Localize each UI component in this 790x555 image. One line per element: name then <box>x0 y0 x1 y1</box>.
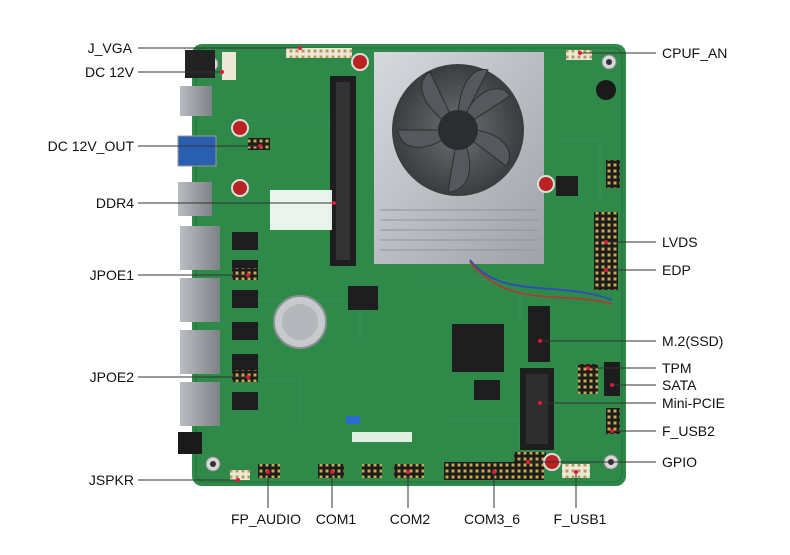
leader-jpoe1-end <box>246 273 250 277</box>
leader-jspkr-end <box>236 478 240 482</box>
label-dc-12v: DC 12V <box>84 64 134 80</box>
dc12v-connector <box>222 52 236 80</box>
vga-header <box>286 48 352 58</box>
label-m2-ssd: M.2(SSD) <box>662 333 724 349</box>
jspkr-header <box>230 470 250 480</box>
buzzer <box>596 80 616 100</box>
cpu-fan-header <box>566 50 592 60</box>
leader-cpuf-an-end <box>578 51 582 55</box>
label-cpuf-an: CPUF_AN <box>662 45 728 61</box>
label-jpoe1: JPOE1 <box>89 267 134 283</box>
leader-com3-6-end <box>492 470 496 474</box>
label-lvds: LVDS <box>662 234 698 250</box>
leader-f-usb2-end <box>610 429 614 433</box>
leader-edp-end <box>604 268 608 272</box>
label-fp-audio: FP_AUDIO <box>230 511 302 527</box>
usb-port <box>178 182 212 216</box>
leader-fp-audio-end <box>266 470 270 474</box>
lan-port-2 <box>180 278 220 322</box>
jpoe2-header <box>232 370 258 382</box>
lvds-edp-header <box>594 212 618 290</box>
dc-jack <box>185 50 215 78</box>
label-jspkr: JSPKR <box>88 472 134 488</box>
m2-slot <box>528 306 550 362</box>
label-gpio: GPIO <box>662 454 698 470</box>
label-mini-pcie: Mini-PCIE <box>662 395 726 411</box>
leader-sata-end <box>610 383 614 387</box>
leader-lvds-end <box>604 240 608 244</box>
sata-connector <box>604 362 620 396</box>
leader-tpm-end <box>586 366 590 370</box>
leader-ddr4-end <box>332 201 336 205</box>
leader-dc-12v-out-end <box>258 144 262 148</box>
label-sata: SATA <box>662 377 697 393</box>
label-f-usb1: F_USB1 <box>553 511 607 527</box>
audio-jack <box>178 432 202 454</box>
dc12v-out-header <box>248 138 270 150</box>
leader-gpio-end <box>526 460 530 464</box>
f-usb2-header <box>606 408 620 434</box>
leader-com2-end <box>406 470 410 474</box>
leader-f-usb1-end <box>574 470 578 474</box>
label-j-vga: J_VGA <box>87 40 132 56</box>
leader-j-vga-end <box>298 46 302 50</box>
gpio-header <box>514 452 546 464</box>
leader-dc-12v-end <box>220 70 224 74</box>
lan-port-1 <box>180 226 220 270</box>
label-com2: COM2 <box>389 511 431 527</box>
usb3-port <box>177 135 217 167</box>
label-jpoe2: JPOE2 <box>89 369 134 385</box>
label-com1: COM1 <box>315 511 357 527</box>
leader-m2-end <box>538 339 542 343</box>
leader-mini-pcie-end <box>538 401 542 405</box>
label-tpm: TPM <box>662 360 692 376</box>
tpm-header <box>578 364 598 394</box>
label-f-usb2: F_USB2 <box>662 423 715 439</box>
lan-port-3 <box>180 330 220 374</box>
label-edp: EDP <box>662 262 691 278</box>
label-dc-12v-out: DC 12V_OUT <box>47 138 134 154</box>
label-com3-6: COM3_6 <box>463 511 521 527</box>
leader-com1-end <box>330 470 334 474</box>
label-ddr4: DDR4 <box>95 195 134 211</box>
lan-port-4 <box>180 382 220 426</box>
leader-jpoe2-end <box>246 375 250 379</box>
chipset <box>452 324 504 372</box>
jpoe1-header <box>232 268 258 280</box>
hdmi-port <box>180 86 212 116</box>
